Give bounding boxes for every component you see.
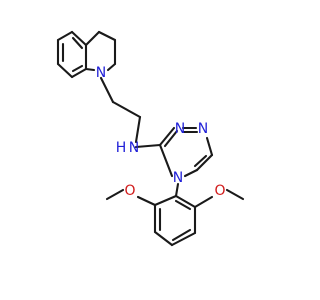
saturated-ring-quinoline — [84, 30, 117, 72]
atom-n-amine: N — [129, 140, 139, 156]
atom-n-triazine-right: N — [198, 121, 208, 137]
triazine-ring — [158, 126, 214, 178]
amine-bond — [134, 143, 162, 149]
atom-o-left: O — [124, 183, 135, 199]
benzene-ring-quinoline — [56, 30, 88, 79]
molecule-canvas: N N H N N N O O — [56, 30, 245, 247]
ethyl-linker — [99, 76, 142, 144]
atom-o-right: O — [214, 183, 225, 199]
atom-n-quinoline: N — [96, 65, 106, 81]
molecule-structure: N N H N N N O O — [56, 30, 245, 247]
atom-n-triazine-bottom: N — [173, 170, 183, 186]
atom-h-amine: H — [116, 140, 127, 156]
atom-n-triazine-top: N — [175, 121, 185, 137]
methoxy-left — [105, 188, 157, 207]
aryl-link-bond — [174, 182, 180, 198]
methoxy-right — [193, 188, 245, 209]
dimethoxyphenyl-ring — [153, 194, 197, 247]
